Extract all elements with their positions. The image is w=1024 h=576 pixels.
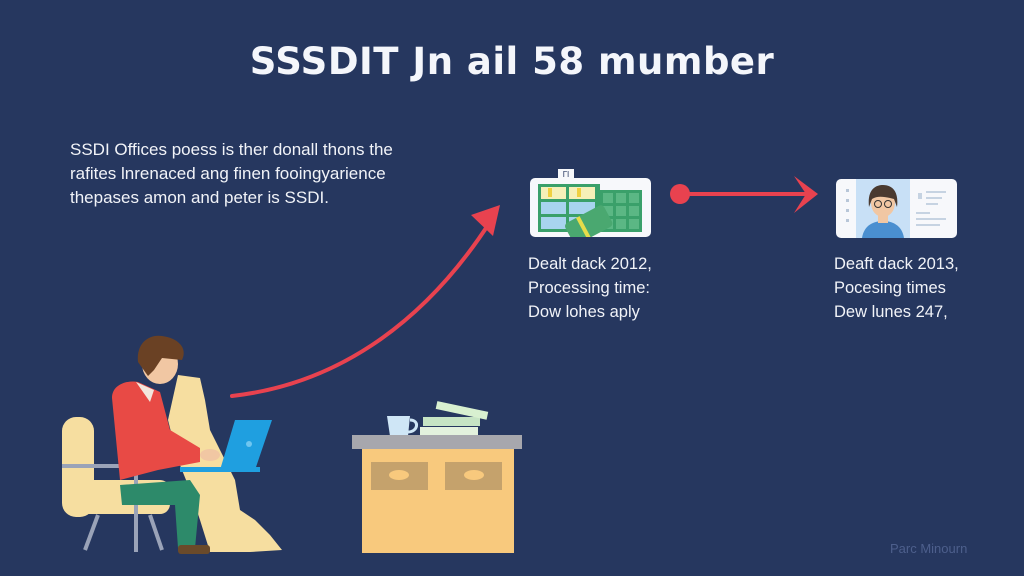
intro-line: rafites lnrenaced ang finen fooingyarien… [70, 164, 386, 183]
step-2-card [836, 179, 957, 238]
step-2-line: Pocesing times [834, 279, 946, 297]
intro-line: SSDI Offices poess is ther donall thons … [70, 140, 393, 159]
step-2-caption: Deaft dack 2013, Pocesing times Dew lune… [834, 252, 959, 324]
step-2-line: Dew lunes 247, [834, 303, 948, 321]
person-at-laptop-illustration [62, 335, 282, 554]
intro-line: thepases amon and peter is SSDI. [70, 188, 329, 207]
page-title: SSSDIT Jn ail 58 mumber [249, 40, 775, 83]
step-1-card: ГІ [530, 169, 651, 237]
desk-illustration [352, 401, 522, 553]
step-1-line: Dow lohes aply [528, 303, 640, 321]
id-card-icon [846, 179, 946, 238]
intro-paragraph: SSDI Offices poess is ther donall thons … [70, 138, 450, 210]
step-1-line: Processing time: [528, 279, 650, 297]
right-arrow-icon [670, 176, 818, 213]
step-1-caption: Dealt dack 2012, Processing time: Dow lo… [528, 252, 652, 324]
step-1-line: Dealt dack 2012, [528, 255, 652, 273]
watermark: Parc Minourn [890, 541, 968, 556]
calendar-badge: ГІ [558, 169, 574, 181]
calendar-money-icon [538, 184, 642, 237]
step-2-line: Deaft dack 2013, [834, 255, 959, 273]
